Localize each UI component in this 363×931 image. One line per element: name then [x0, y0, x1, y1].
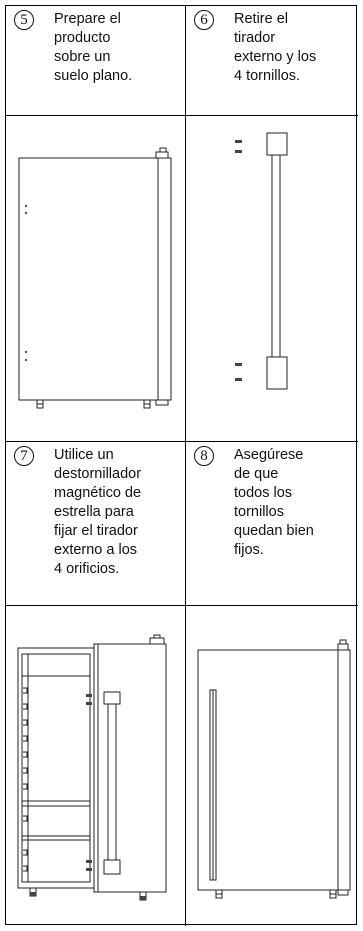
fridge-without-handle-figure	[18, 147, 172, 409]
step-8-cell: 8 Asegúrese de que todos los tornillos q…	[186, 442, 358, 606]
step-6-number: 6	[194, 10, 214, 30]
step-5-cell: 5 Prepare el producto sobre un suelo pla…	[6, 6, 186, 116]
step-6-cell: 6 Retire el tirador externo y los 4 torn…	[186, 6, 358, 116]
instruction-table: 5 Prepare el producto sobre un suelo pla…	[5, 5, 358, 926]
fridge-with-handle-figure	[197, 639, 351, 899]
step-8-text: Asegúrese de que todos los tornillos que…	[234, 447, 314, 558]
step-5-text: Prepare el producto sobre un suelo plano…	[54, 11, 133, 84]
step-5-number: 5	[14, 10, 34, 30]
figure-handle-and-screws-cell	[186, 116, 358, 442]
step-8-number: 8	[194, 446, 214, 466]
step-7-text: Utilice un destornillador magnético de e…	[54, 447, 142, 577]
handle-and-screws-figure	[235, 132, 288, 390]
step-7-number: 7	[14, 446, 34, 466]
step-6-text: Retire el tirador externo y los 4 tornil…	[234, 11, 317, 84]
figure-fridge-with-handle-cell	[186, 606, 358, 926]
open-door-fixing-handle-figure	[17, 634, 167, 901]
figure-fridge-without-handle-cell	[6, 116, 186, 442]
step-7-cell: 7 Utilice un destornillador magnético de…	[6, 442, 186, 606]
figure-open-door-cell	[6, 606, 186, 926]
